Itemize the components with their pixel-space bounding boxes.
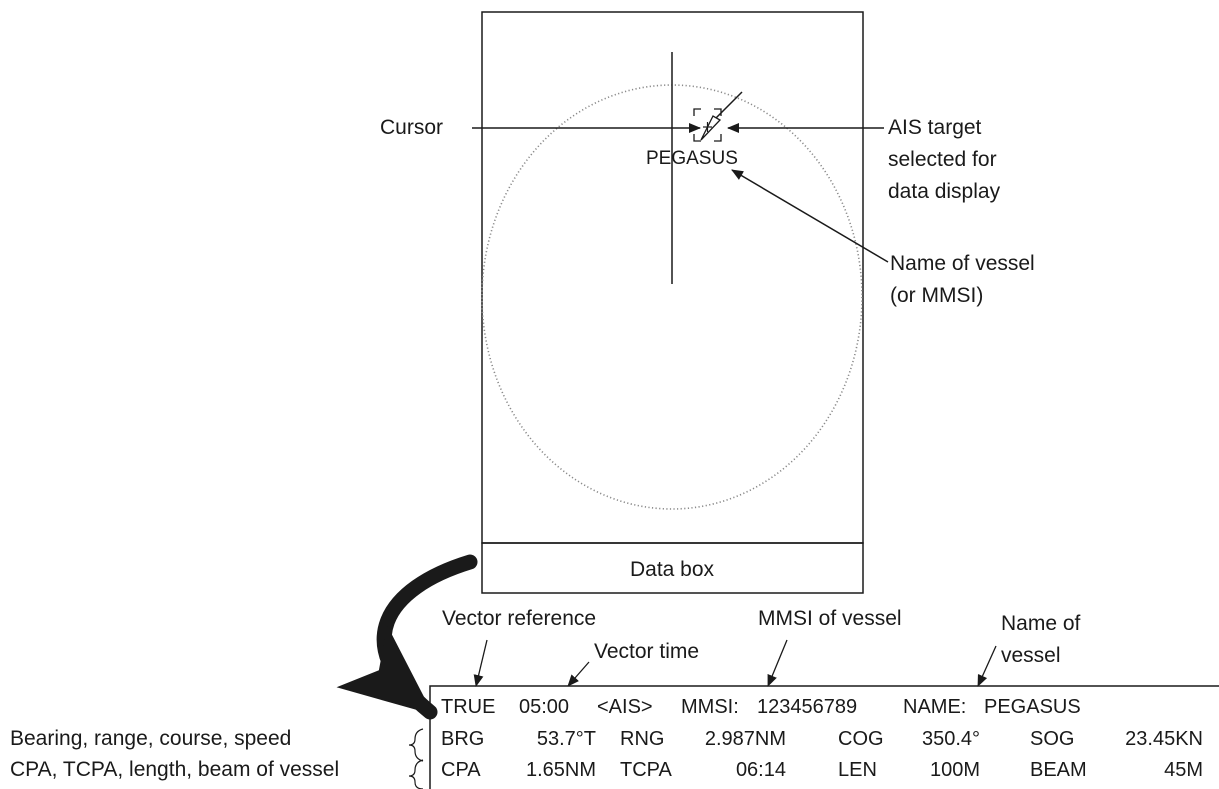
cursor-label: Cursor: [380, 116, 443, 139]
target-vessel-name: PEGASUS: [646, 148, 738, 169]
ais-target-label-3: data display: [888, 180, 1001, 203]
brg-rng-description: Bearing, range, course, speed: [10, 727, 291, 750]
row1-tag: <AIS>: [597, 696, 653, 718]
vector-time-arrow: [567, 661, 590, 687]
row1-time: 05:00: [519, 696, 569, 718]
row2-sog-label: SOG: [1030, 728, 1074, 750]
data-box-frame: [481, 542, 864, 594]
brg-brace: [408, 728, 424, 762]
row1-name: PEGASUS: [984, 696, 1081, 718]
row3-tcpa-label: TCPA: [620, 759, 673, 781]
expand-arrow: [336, 554, 478, 720]
row2-cog: 350.4°: [922, 728, 980, 750]
vector-reference-arrow: [473, 639, 488, 687]
row2-sog: 23.45KN: [1125, 728, 1203, 750]
row3-len: 100M: [930, 759, 980, 781]
row1-ref: TRUE: [441, 696, 495, 718]
cpa-brace: [408, 759, 424, 789]
row2-rng: 2.987NM: [705, 728, 786, 750]
row3-tcpa: 06:14: [736, 759, 786, 781]
vessel-name-note-2: (or MMSI): [890, 284, 983, 307]
row2-cog-label: COG: [838, 728, 884, 750]
row3-beam-label: BEAM: [1030, 759, 1087, 781]
row2-rng-label: RNG: [620, 728, 664, 750]
row3-beam: 45M: [1164, 759, 1203, 781]
vector-reference-label: Vector reference: [442, 607, 596, 630]
row1-mmsi: 123456789: [757, 696, 857, 718]
ais-target-symbol[interactable]: [693, 91, 743, 142]
name-of-vessel-label-2: vessel: [1001, 644, 1061, 667]
ais-target-label-2: selected for: [888, 148, 997, 171]
mmsi-of-vessel-label: MMSI of vessel: [758, 607, 902, 630]
data-box-title: Data box: [630, 558, 715, 581]
row3-len-label: LEN: [838, 759, 877, 781]
cpa-description: CPA, TCPA, length, beam of vessel: [10, 758, 339, 781]
detail-data-box: [429, 685, 1219, 789]
row1-mmsi-label: MMSI:: [681, 696, 739, 718]
row2-brg-label: BRG: [441, 728, 484, 750]
name-of-vessel-label-1: Name of: [1001, 612, 1081, 635]
row3-cpa-label: CPA: [441, 759, 481, 781]
vessel-name-leader: [731, 169, 889, 263]
name-of-vessel-arrow: [977, 645, 997, 687]
vessel-name-note-1: Name of vessel: [890, 252, 1035, 275]
row3-cpa: 1.65NM: [526, 759, 596, 781]
row1-name-label: NAME:: [903, 696, 966, 718]
mmsi-arrow: [767, 639, 788, 687]
ais-target-label-1: AIS target: [888, 116, 982, 139]
vector-time-label: Vector time: [594, 640, 699, 663]
row2-brg: 53.7°T: [537, 728, 596, 750]
